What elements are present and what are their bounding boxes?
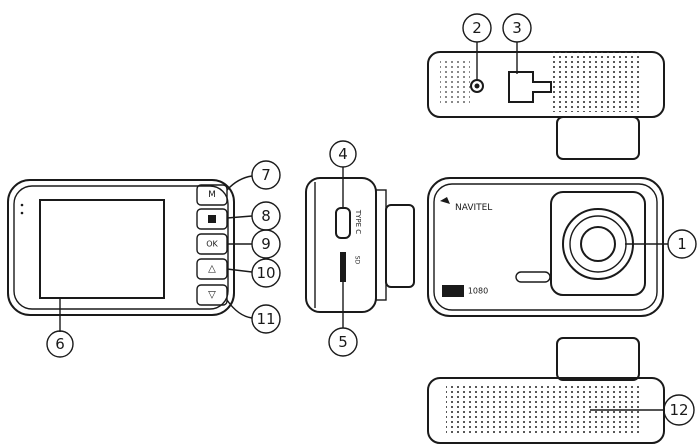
callout-1: 1 [667, 229, 697, 259]
svg-text:6: 6 [55, 335, 65, 353]
brand-text: NAVITEL [455, 203, 492, 213]
leader-10 [226, 268, 253, 273]
menu-button-label: M [208, 190, 216, 200]
mount-connector [508, 71, 552, 103]
lens-middle-ring [569, 215, 627, 273]
leader-8 [226, 215, 253, 219]
front-body-outline [427, 177, 664, 317]
down-arrow-icon: ▽ [208, 290, 216, 301]
callout-12: 12 [663, 394, 695, 426]
bottom-view [427, 337, 665, 444]
lens-outer-ring [562, 208, 634, 280]
stop-button[interactable] [196, 208, 228, 230]
svg-text:11: 11 [256, 310, 275, 328]
callout-3: 3 [502, 13, 532, 43]
callout-2: 2 [462, 13, 492, 43]
svg-text:1: 1 [677, 235, 687, 253]
rear-body-outline [7, 179, 235, 316]
callout-8: 8 [251, 201, 281, 231]
display-screen [39, 199, 165, 299]
callouts: 1 2 3 4 5 6 7 8 [46, 13, 697, 426]
front-sensor-slot [515, 271, 551, 283]
svg-text:8: 8 [261, 207, 271, 225]
top-vent-small [440, 60, 470, 105]
resolution-badge: 1080 [468, 287, 488, 296]
callout-9: 9 [251, 229, 281, 259]
resolution-badge-block [442, 285, 464, 297]
bottom-vent-grille [446, 386, 642, 436]
svg-text:10: 10 [256, 264, 275, 282]
svg-text:5: 5 [338, 333, 348, 351]
rear-body-inner [13, 185, 229, 310]
callout-5: 5 [328, 327, 358, 357]
svg-text:2: 2 [472, 19, 482, 37]
rear-view: M OK △ ▽ [7, 179, 235, 316]
callout-7: 7 [251, 160, 281, 190]
top-lens-barrel [556, 116, 640, 160]
callout-4: 4 [329, 140, 357, 168]
up-arrow-icon: △ [208, 264, 216, 275]
ok-button-label: OK [206, 240, 218, 249]
svg-text:7: 7 [261, 166, 271, 184]
leader-lines [59, 42, 668, 411]
bottom-lens-barrel [556, 337, 640, 381]
svg-text:12: 12 [669, 401, 688, 419]
side-view: TYPE C SD [305, 177, 415, 313]
sd-card-slot[interactable] [340, 252, 346, 282]
callout-11: 11 [251, 304, 281, 334]
microphone-dot [474, 83, 480, 89]
svg-text:4: 4 [338, 145, 348, 163]
leader-11 [226, 299, 253, 319]
side-body-outline [305, 177, 377, 313]
side-lens-barrel [385, 204, 415, 288]
stop-icon [208, 215, 216, 223]
svg-text:9: 9 [261, 235, 271, 253]
indicator-led [20, 203, 24, 207]
menu-button[interactable] [196, 184, 228, 206]
usb-c-label: TYPE C [354, 209, 362, 234]
callout-6: 6 [46, 330, 74, 358]
top-body-outline [427, 51, 665, 118]
front-view: NAVITEL 1080 [427, 177, 664, 317]
indicator-led-2 [20, 211, 24, 215]
lens-glass [580, 226, 616, 262]
sd-label: SD [354, 256, 361, 265]
front-body-inner [433, 183, 658, 311]
usb-c-port[interactable] [335, 207, 351, 239]
navitel-logo-icon [440, 197, 450, 204]
side-mount-step [375, 189, 387, 301]
down-button[interactable] [196, 284, 228, 306]
top-view [427, 51, 665, 160]
callout-10: 10 [251, 258, 281, 288]
svg-text:3: 3 [512, 19, 522, 37]
leader-7 [226, 175, 253, 191]
top-vent-grille [553, 52, 643, 112]
